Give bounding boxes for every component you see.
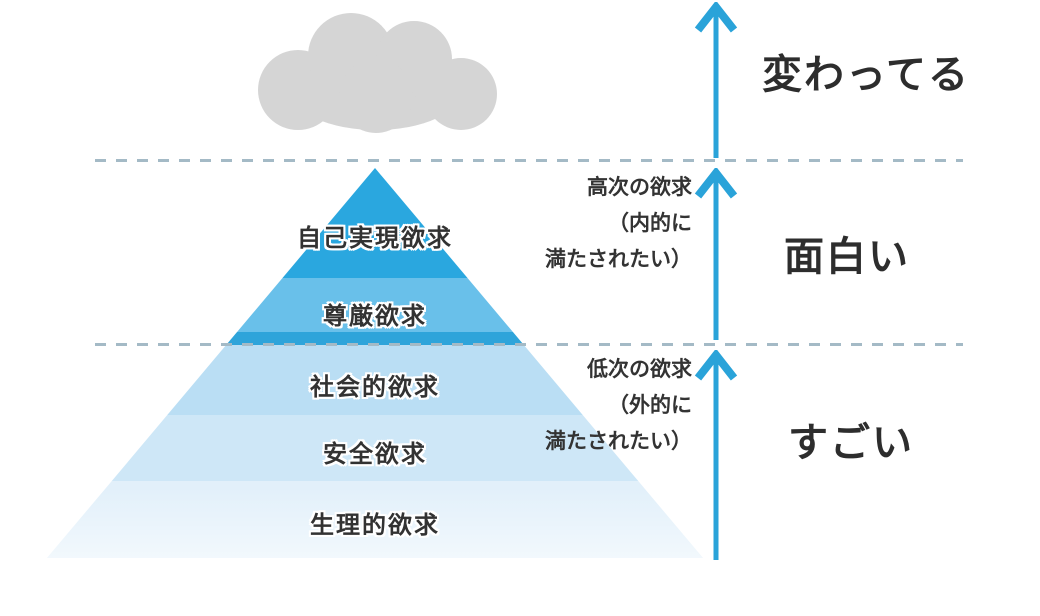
arrow-strokes xyxy=(694,350,738,560)
right-label-middle: 面白い xyxy=(784,235,910,279)
cloud-icon xyxy=(258,13,497,133)
lower-needs-note-line2: （外的に xyxy=(608,394,692,417)
lower-needs-note: 低次の欲求 （外的に 満たされたい） xyxy=(420,352,692,460)
higher-needs-note: 高次の欲求 （内的に 満たされたい） xyxy=(420,170,692,278)
lower-needs-note-line3: 満たされたい） xyxy=(545,430,692,453)
dashed-line-upper xyxy=(95,159,963,162)
higher-needs-note-line3: 満たされたい） xyxy=(545,248,692,271)
right-label-bottom: すごい xyxy=(788,421,914,465)
arrow-strokes xyxy=(694,168,738,340)
higher-needs-note-line2: （内的に xyxy=(608,212,692,235)
arrow-up-icon-top xyxy=(694,2,738,158)
arrow-up-icon-middle xyxy=(694,168,738,340)
dashed-line-lower xyxy=(95,343,963,346)
lower-needs-note-line1: 低次の欲求 xyxy=(587,358,692,381)
pyramid-band-esteem xyxy=(47,278,703,332)
arrow-up-icon-bottom xyxy=(694,350,738,560)
cloud-shape xyxy=(258,13,497,133)
right-label-top: 変わってる xyxy=(762,53,970,97)
arrow-strokes xyxy=(694,2,738,158)
pyramid-bottom-fade xyxy=(47,488,703,558)
higher-needs-note-line1: 高次の欲求 xyxy=(587,176,692,199)
